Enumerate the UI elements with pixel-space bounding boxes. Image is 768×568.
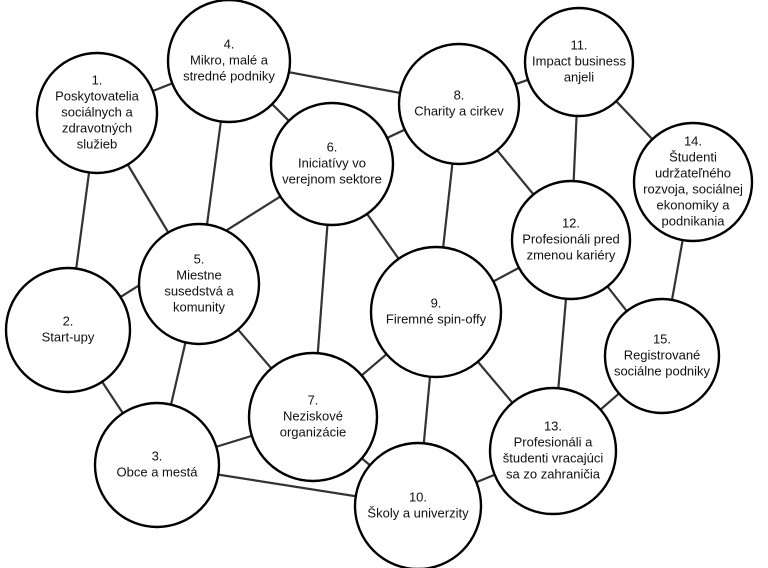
- node-label: stredné podniky: [183, 68, 275, 83]
- node-circle: [137, 222, 261, 346]
- node-label: 2.: [63, 313, 74, 328]
- node-label: organizácie: [280, 424, 347, 439]
- node-label: Miestne: [176, 267, 222, 282]
- node-label: Mikro, malé a: [190, 52, 269, 67]
- node-8: 8.Charity a cirkev: [397, 42, 521, 166]
- node-label: verejnom sektore: [282, 171, 382, 186]
- node-label: 4.: [224, 36, 235, 51]
- node-label: Školy a univerzity: [367, 505, 469, 520]
- node-label: služieb: [77, 136, 117, 151]
- node-label: 3.: [152, 448, 163, 463]
- node-label: 8.: [454, 87, 465, 102]
- node-label: 7.: [308, 392, 319, 407]
- node-circle: [35, 51, 159, 175]
- node-2: 2.Start-upy: [4, 266, 132, 394]
- node-label: Charity a cirkev: [414, 103, 504, 118]
- node-label: Profesionáli pred: [522, 231, 620, 246]
- node-label: Poskytovatelia: [55, 88, 140, 103]
- node-circle: [247, 351, 379, 483]
- node-label: sociálne podniky: [614, 363, 711, 378]
- node-label: 10.: [409, 489, 427, 504]
- node-label: rozvoja, sociálnej: [643, 181, 743, 196]
- node-label: komunity: [173, 299, 226, 314]
- node-label: 11.: [570, 37, 587, 52]
- node-label: Registrované: [624, 347, 701, 362]
- node-label: Profesionáli a: [514, 434, 594, 449]
- node-label: 15.: [653, 331, 671, 346]
- node-circle: [369, 245, 503, 379]
- node-label: Študenti: [669, 149, 717, 164]
- node-circle: [603, 297, 721, 415]
- node-3: 3.Obce a mestá: [93, 401, 221, 529]
- node-label: študenti vracajúci: [503, 450, 604, 465]
- node-label: Neziskové: [283, 408, 343, 423]
- node-label: Iniciatívy vo: [298, 155, 366, 170]
- node-label: 14.: [684, 133, 702, 148]
- node-label: podnikania: [662, 213, 726, 228]
- node-circle: [523, 6, 635, 118]
- node-label: 13.: [544, 418, 562, 433]
- node-circle: [166, 0, 292, 124]
- node-label: 5.: [194, 251, 205, 266]
- node-circle: [353, 441, 483, 568]
- node-label: susedstvá a: [164, 283, 234, 298]
- node-label: Firemné spin-offy: [386, 311, 487, 326]
- node-label: 9.: [431, 295, 442, 310]
- node-label: udržateľného: [655, 165, 731, 180]
- node-label: 12.: [562, 215, 580, 230]
- node-circle: [510, 179, 632, 301]
- node-circle: [632, 121, 754, 243]
- node-label: zdravotných: [62, 120, 132, 135]
- node-10: 10.Školy a univerzity: [353, 441, 483, 568]
- node-circle: [397, 42, 521, 166]
- node-label: zmenou kariéry: [527, 247, 616, 262]
- node-circle: [488, 386, 618, 516]
- node-label: sa zo zahraničia: [506, 466, 601, 481]
- node-circle: [4, 266, 132, 394]
- node-9: 9.Firemné spin-offy: [369, 245, 503, 379]
- node-label: 1.: [92, 72, 103, 87]
- node-label: sociálnych a: [61, 104, 133, 119]
- node-label: 6.: [327, 139, 338, 154]
- node-label: Start-upy: [42, 329, 95, 344]
- node-label: Obce a mestá: [117, 464, 199, 479]
- node-circle: [93, 401, 221, 529]
- node-circle: [269, 101, 395, 227]
- node-label: Impact business: [532, 53, 626, 68]
- node-label: ekonomiky a: [657, 197, 731, 212]
- node-label: anjeli: [564, 69, 594, 84]
